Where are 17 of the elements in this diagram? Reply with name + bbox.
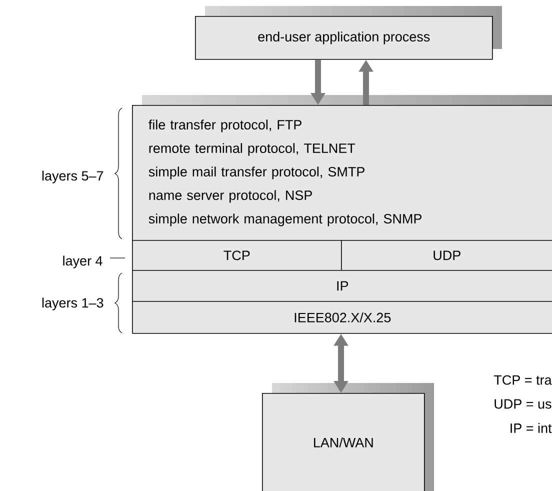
- layer-cell: UDP: [341, 240, 552, 271]
- process-box: end-user application process: [195, 16, 493, 60]
- layer-label: layers 1–3: [42, 298, 104, 310]
- node-label: simple network management protocol, SNMP: [148, 214, 422, 226]
- layer-label: layer 4: [63, 256, 102, 268]
- network-box: LAN/WAN: [262, 393, 425, 491]
- abbreviation-note: IP = int: [510, 423, 552, 433]
- abbreviation-note: TCP = tra: [494, 375, 552, 385]
- node-label: simple mail transfer protocol, SMTP: [148, 166, 364, 180]
- node-label: remote terminal protocol, TELNET: [149, 143, 356, 156]
- layer-cell: IEEE802.X/X.25: [132, 301, 552, 334]
- node-label: file transfer protocol, FTP: [148, 120, 302, 132]
- layer-label: layers 5–7: [42, 170, 104, 184]
- node-label: UDP: [434, 250, 460, 260]
- layer-cell: TCP: [132, 240, 342, 271]
- node-label: name server protocol, NSP: [149, 190, 312, 203]
- abbreviation-note: UDP = us: [494, 399, 552, 409]
